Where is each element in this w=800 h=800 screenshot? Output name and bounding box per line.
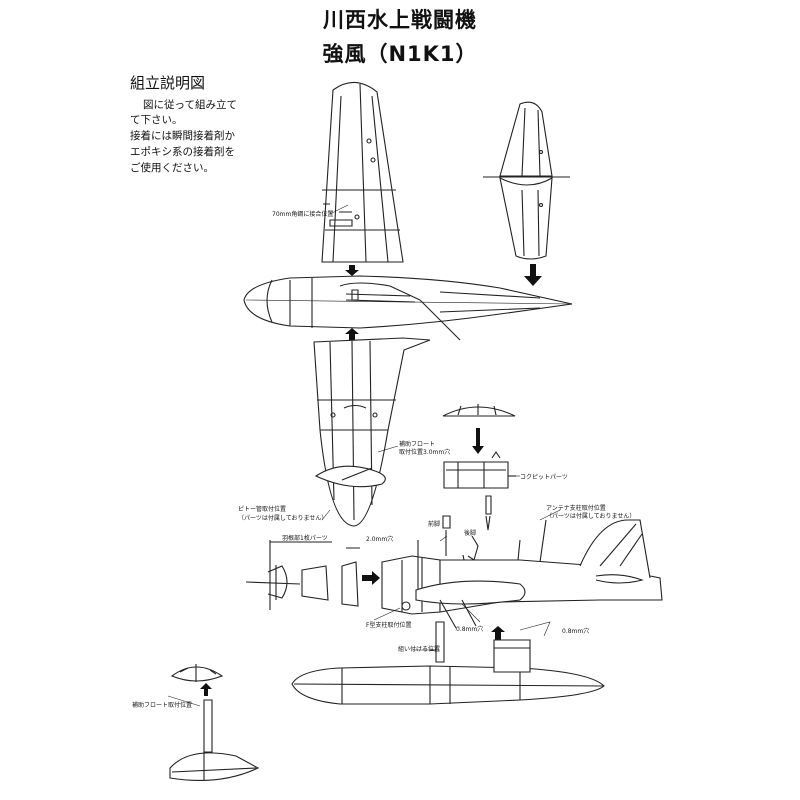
- instruction-line: エポキシ系の接着剤を: [130, 146, 235, 158]
- upper-wing: [321, 81, 404, 263]
- canopy-part: [442, 404, 516, 417]
- leader-lines: [167, 204, 561, 707]
- pitot-label-2: （パーツは付属しておりません）: [238, 515, 328, 522]
- propeller-label: 羽根部1枚パーツ: [282, 535, 328, 542]
- instruction-line: ご使用ください。: [130, 162, 214, 174]
- instruction-line: て下さい。: [130, 114, 183, 126]
- tail-assembly: [483, 101, 570, 260]
- instructions-heading: 組立説明図: [130, 74, 206, 92]
- antenna-label-2: （パーツは付属しておりません）: [546, 513, 636, 520]
- engine-assembly: [245, 540, 441, 615]
- rear-fuselage: [415, 519, 663, 629]
- lower-wing: [313, 337, 431, 527]
- antenna-label-1: アンテナ支柱取付位置: [546, 505, 606, 512]
- hole-08-label-a: 0.8mm穴: [456, 626, 484, 633]
- page-subtitle: 強風（N1K1）: [322, 42, 478, 66]
- hole-08-label-b: 0.8mm穴: [562, 628, 590, 635]
- aux-float: [169, 664, 260, 782]
- pitot-label-1: ピトー管取付位置: [238, 506, 287, 513]
- strut-a-label: 前脚: [428, 521, 441, 528]
- main-float: [291, 621, 605, 705]
- strut-b-label: 後脚: [464, 530, 477, 537]
- cockpit-part: [443, 451, 516, 489]
- wing-joint-label: 70mm角鋼に接合位置: [272, 211, 334, 218]
- main-float-label: 組い付ける位置: [398, 646, 441, 653]
- strut-position-label: F型支柱取付位置: [366, 622, 412, 629]
- page-title: 川西水上戦闘機: [323, 8, 477, 32]
- fuselage: [243, 275, 573, 341]
- cockpit-part-label: コクピットパーツ: [520, 474, 568, 481]
- instruction-line: 接着には瞬間接着剤か: [130, 130, 235, 142]
- float-mount-label-2: 取付位置3.0mm穴: [399, 449, 451, 456]
- arrows: [200, 264, 542, 696]
- hole-2mm-label: 2.0mm穴: [366, 536, 394, 543]
- instruction-line: 図に従って組み立て: [143, 99, 237, 111]
- float-mount-label-1: 補助フロート: [399, 441, 436, 448]
- aux-float-label: 補助フロート取付位置: [132, 702, 193, 709]
